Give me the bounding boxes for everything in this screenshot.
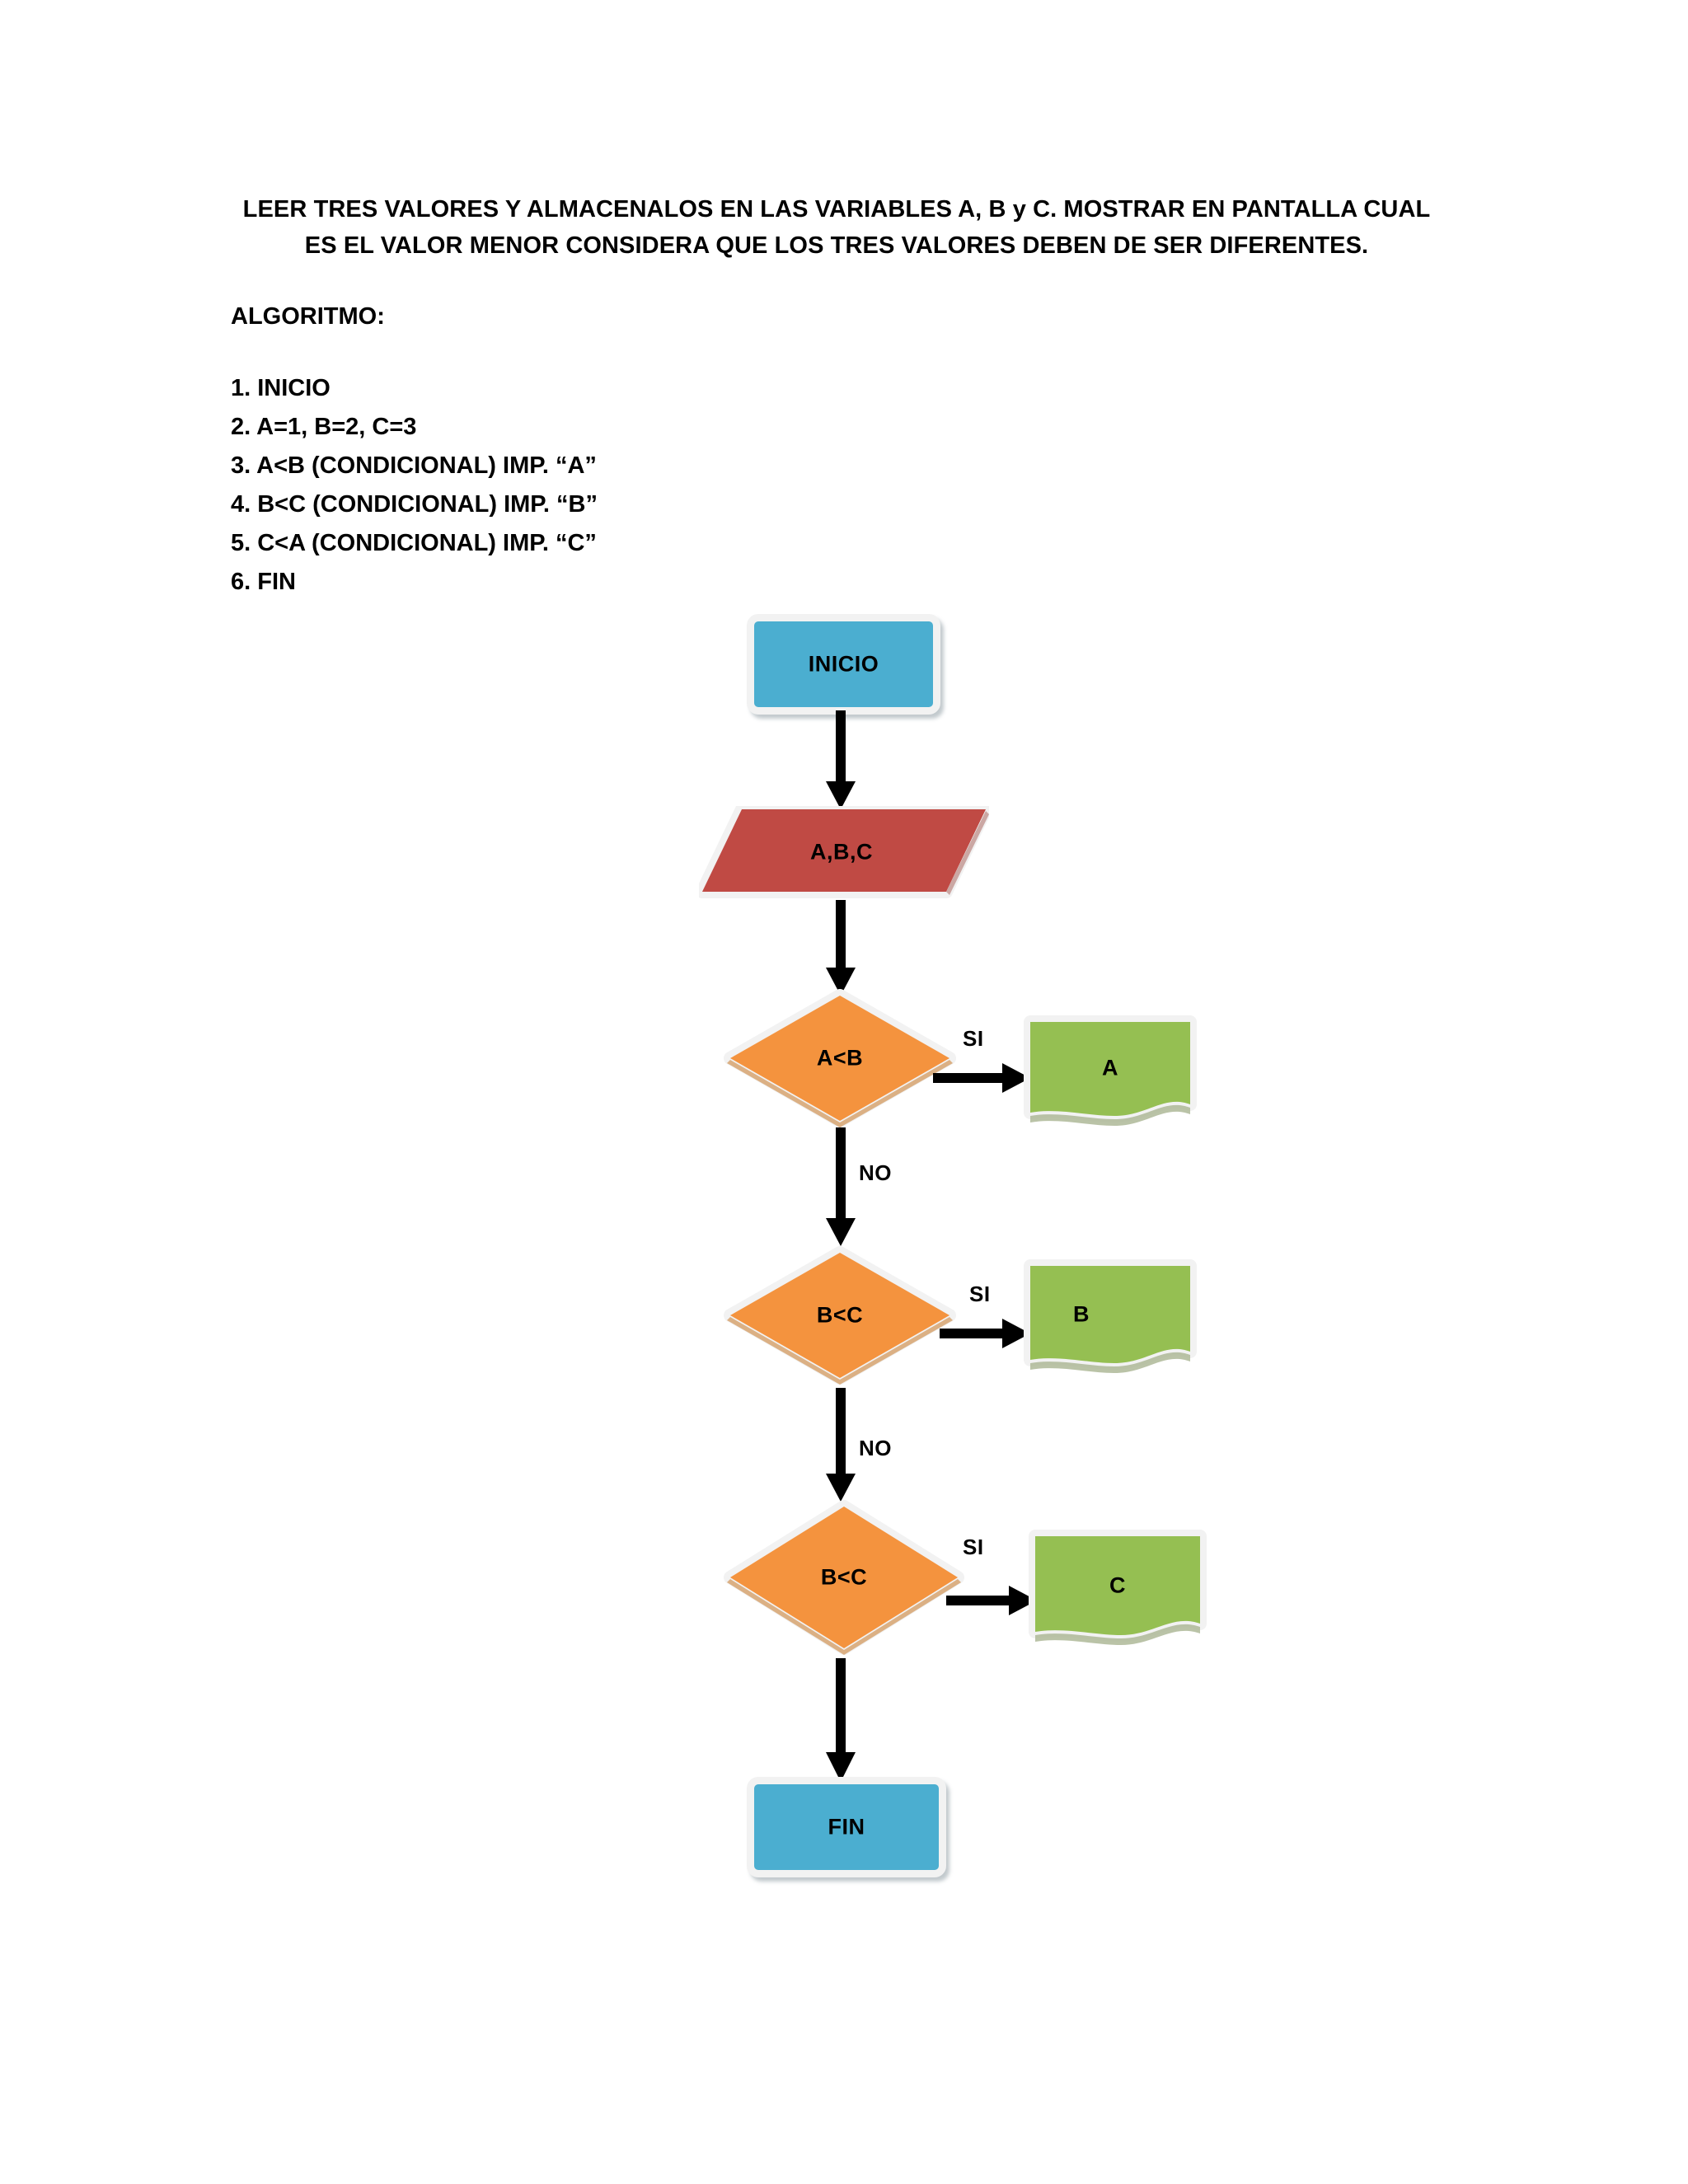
flow-node-decision-3[interactable]: B<C	[724, 1500, 964, 1655]
arrow-start-to-input	[824, 710, 857, 811]
page-title: LEER TRES VALORES Y ALMACENALOS EN LAS V…	[242, 196, 1431, 260]
arrow-decision3-to-end	[824, 1658, 857, 1783]
arrow-decision3-to-output-c	[946, 1584, 1039, 1617]
algorithm-step: 5. C<A (CONDICIONAL) IMP. “C”	[231, 529, 597, 556]
flow-node-output-c[interactable]: C	[1029, 1530, 1207, 1652]
algorithm-step: 4. B<C (CONDICIONAL) IMP. “B”	[231, 490, 598, 518]
arrow-decision1-to-output-a	[933, 1062, 1032, 1094]
flow-node-input-abc[interactable]: A,B,C	[699, 806, 989, 898]
branch-label-no-2: NO	[859, 1436, 892, 1460]
flow-node-end-label: FIN	[828, 1814, 865, 1840]
flow-node-decision-2[interactable]: B<C	[724, 1246, 956, 1385]
algorithm-heading: ALGORITMO:	[231, 303, 385, 330]
branch-label-no-1: NO	[859, 1160, 892, 1185]
algorithm-step: 1. INICIO	[231, 375, 331, 401]
branch-label-yes-3: SI	[963, 1535, 984, 1559]
flow-node-decision-1[interactable]: A<B	[724, 989, 956, 1127]
algorithm-step: 3. A<B (CONDICIONAL) IMP. “A”	[231, 452, 597, 479]
algorithm-step: 6. FIN	[231, 568, 296, 595]
flow-node-output-b[interactable]: B	[1024, 1259, 1197, 1380]
flow-node-end[interactable]: FIN	[747, 1777, 946, 1877]
arrow-decision1-to-decision2	[824, 1127, 857, 1248]
flow-node-start[interactable]: INICIO	[747, 614, 940, 715]
flow-node-start-label: INICIO	[808, 651, 879, 677]
flow-node-output-a[interactable]: A	[1024, 1015, 1197, 1131]
arrow-input-to-decision1	[824, 900, 857, 997]
branch-label-yes-1: SI	[963, 1026, 984, 1051]
arrow-decision2-to-decision3	[824, 1388, 857, 1503]
algorithm-step-list: 1. INICIO 2. A=1, B=2, C=3 3. A<B (CONDI…	[231, 369, 598, 602]
branch-label-yes-2: SI	[969, 1282, 991, 1306]
arrow-decision2-to-output-b	[940, 1317, 1032, 1350]
algorithm-step: 2. A=1, B=2, C=3	[231, 413, 417, 440]
